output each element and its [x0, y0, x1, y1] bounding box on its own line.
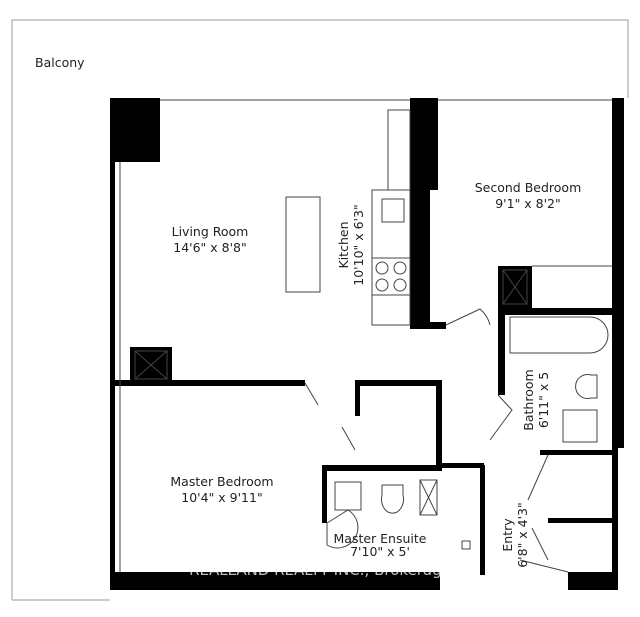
kitchen-wall-block — [410, 98, 438, 190]
door-closet — [527, 454, 549, 501]
ensuite-toilet — [381, 484, 404, 514]
door-master — [304, 382, 319, 406]
burner — [393, 278, 407, 292]
room-label-entry: Entry — [500, 518, 515, 552]
ensuite-sink — [334, 481, 362, 511]
kitchen-island — [285, 196, 321, 293]
watermark: REALLAND REALTY INC., Brokerage — [189, 561, 451, 579]
wall-closet-right — [440, 463, 484, 468]
room-label-kitchen: Kitchen — [336, 222, 351, 269]
wall-right — [612, 98, 624, 448]
door-ens-swing — [326, 509, 359, 549]
room-size-living: 14'6" x 8'8" — [173, 240, 246, 255]
bath-wall-top — [498, 308, 618, 315]
wall-living-master — [115, 380, 305, 386]
wall-ensuite-mid — [322, 465, 442, 471]
bath-wall-left — [498, 315, 505, 395]
room-size-entry: 6'8" x 4'3" — [515, 502, 530, 568]
wall-bottom-right — [568, 572, 618, 590]
burner — [393, 261, 407, 275]
room-size-second-bedroom: 9'1" x 8'2" — [495, 196, 561, 211]
room-size-kitchen: 10'10" x 6'3" — [351, 204, 366, 285]
entry-closet-box — [461, 540, 471, 550]
living-shaft-x — [134, 350, 168, 380]
bath-shower — [502, 269, 528, 305]
room-label-bathroom: Bathroom — [521, 369, 536, 430]
room-label-living: Living Room — [172, 224, 249, 239]
kitchen-wall-foot — [410, 322, 446, 329]
wall-ensuite-top — [355, 380, 440, 386]
ensuite-shower-x — [419, 479, 438, 516]
wall-ensuite-right — [436, 380, 442, 465]
walls — [110, 98, 624, 590]
wall-closet1 — [540, 450, 618, 455]
column-top-left — [110, 98, 160, 162]
wall-closet2 — [548, 518, 618, 523]
burner — [375, 261, 389, 275]
bath-sink — [562, 409, 598, 443]
room-label-second-bedroom: Second Bedroom — [475, 180, 582, 195]
burner — [375, 278, 389, 292]
wall-left — [110, 160, 115, 590]
living-shaft — [134, 350, 168, 380]
bath-shower-x — [502, 269, 528, 305]
wall-entry-left — [480, 465, 485, 575]
door-closet2 — [531, 527, 549, 561]
ensuite-shower — [419, 479, 438, 516]
room-size-master-bedroom: 10'4" x 9'11" — [181, 490, 262, 505]
room-label-master-bedroom: Master Bedroom — [170, 474, 273, 489]
balcony-outline — [11, 19, 629, 600]
kitchen-wall — [410, 190, 430, 328]
wall-bottom-left — [110, 572, 440, 590]
room-size-master-ensuite: 7'10" x 5' — [350, 544, 410, 559]
door-entry — [519, 559, 569, 573]
door-bath — [489, 394, 513, 441]
room-label-balcony: Balcony — [35, 55, 85, 70]
room-label-master-ensuite: Master Ensuite — [334, 531, 427, 546]
fixtures — [119, 99, 612, 573]
wall-ensuite-side — [322, 465, 327, 523]
bathtub — [509, 316, 609, 354]
door-ensuite — [341, 426, 356, 451]
kitchen-sink — [381, 198, 405, 223]
fridge — [387, 109, 411, 191]
bath-toilet — [575, 374, 598, 399]
stove — [371, 257, 411, 296]
wall-ensuite-left — [355, 386, 360, 416]
room-size-bathroom: 6'11" x 5 — [536, 372, 551, 428]
door-bedroom2 — [445, 308, 491, 326]
